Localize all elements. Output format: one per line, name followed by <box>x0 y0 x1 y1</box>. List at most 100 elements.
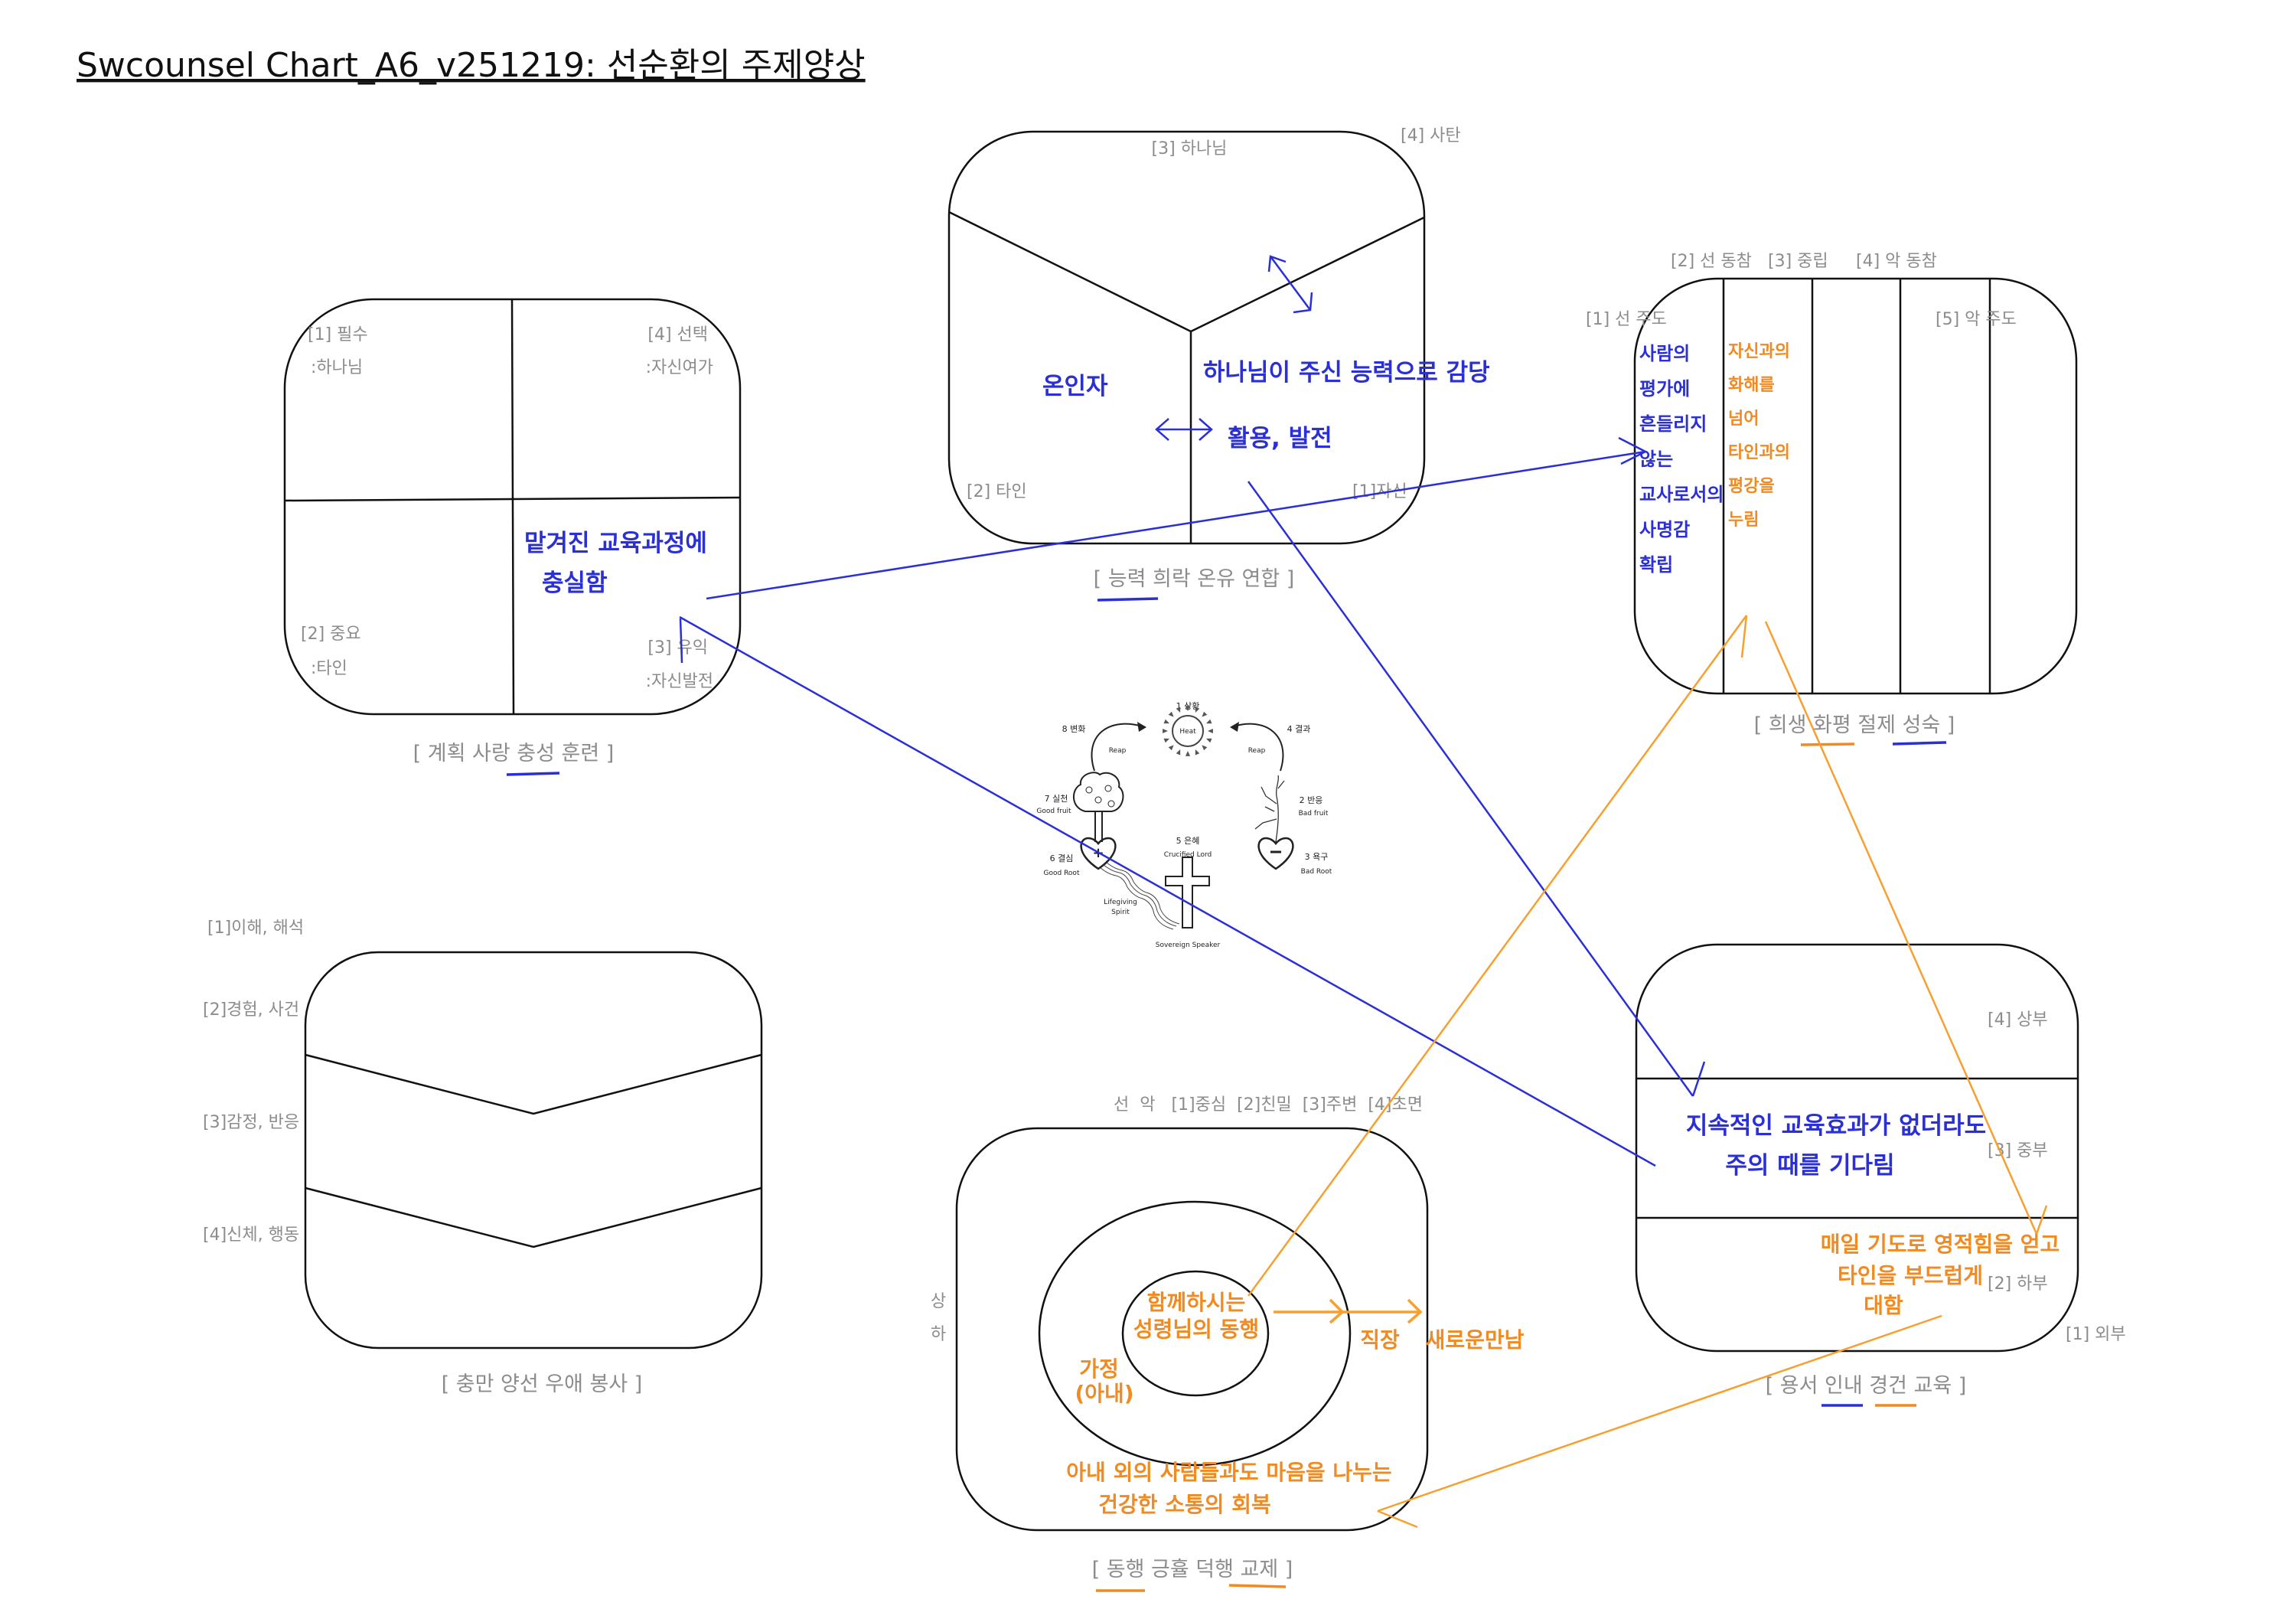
double-arrow-diagonal-icon <box>1267 255 1313 314</box>
sun-ray <box>1202 711 1208 717</box>
connector-lines <box>679 436 2048 1529</box>
speaker-label: Sovereign Speaker <box>1156 942 1221 949</box>
reap-arrow-right-icon <box>1230 722 1284 772</box>
good-root-label: Good Root <box>1044 870 1080 877</box>
circle-new: 새로운만남 <box>1426 1327 1525 1353</box>
circle-header: 선 악 [1]중심 [2]친밀 [3]주변 [4]초면 <box>1114 1095 1423 1115</box>
q2-sub: :타인 <box>311 659 347 678</box>
chevron-box: [1]이해, 해석 [2]경험, 사건 [3]감정, 반응 [4]신체, 행동 … <box>203 919 763 1396</box>
y-caption: [ 능력 희락 온유 연합 ] <box>1094 567 1295 591</box>
bad-fruit-label: Bad fruit <box>1299 810 1329 818</box>
note-line: 사람의 <box>1639 343 1690 364</box>
cycle-step-5: 5 은혜 <box>1176 836 1200 846</box>
level-2: [2]경험, 사건 <box>203 1000 299 1020</box>
note-line: 평가에 <box>1639 378 1690 400</box>
col-side-right: [5] 악 주도 <box>1936 310 2017 329</box>
sun-ray <box>1168 745 1174 751</box>
sun-ray <box>1206 719 1212 724</box>
note-line: 확립 <box>1639 554 1673 576</box>
q2-label: [2] 중요 <box>301 625 361 644</box>
y-top-label: [3] 하나님 <box>1152 139 1228 158</box>
sun-ray <box>1163 738 1169 743</box>
cycle-step-2: 2 반응 <box>1300 795 1323 805</box>
sun-ray <box>1202 745 1208 751</box>
y-left-label: [2] 타인 <box>967 482 1027 501</box>
note-line: 타인과의 <box>1728 443 1790 462</box>
y-note-left: 온인자 <box>1042 373 1108 400</box>
y-corner-label: [4] 사탄 <box>1401 126 1461 145</box>
bad-root-label: Bad Root <box>1301 868 1332 876</box>
band-blue-2: 주의 때를 기다림 <box>1725 1152 1894 1180</box>
circle-center-1: 함께하시는 <box>1147 1290 1246 1315</box>
circle-family-2: (아내) <box>1075 1381 1133 1406</box>
note-line: 자신과의 <box>1728 342 1790 361</box>
note-line: 교사로서의 <box>1639 484 1724 505</box>
spirit-label-2: Spirit <box>1111 909 1130 916</box>
circle-center-2: 성령님의 동행 <box>1133 1317 1259 1342</box>
q1-label: [1] 필수 <box>308 325 368 344</box>
q1-sub: :하나님 <box>311 358 363 377</box>
cycle-step-8: 8 변화 <box>1062 724 1086 734</box>
chevron-caption: [ 충만 양선 우애 봉사 ] <box>442 1372 643 1396</box>
double-arrow-horizontal-icon <box>1155 418 1213 441</box>
orange-arrow-circle-to-column <box>1247 615 1748 1297</box>
col-header-2: [3] 중립 <box>1768 252 1828 271</box>
q4-sub: :자신여가 <box>646 358 713 377</box>
sun-ray <box>1176 707 1181 713</box>
sun-ray <box>1206 738 1212 743</box>
cycle-step-4: 4 결과 <box>1287 724 1311 734</box>
orange-arrow-band-to-circle <box>1377 1314 1942 1529</box>
reap-left-label: Reap <box>1109 747 1127 755</box>
q3-label: [3] 유익 <box>647 638 708 658</box>
cycle-step-6: 6 결심 <box>1050 853 1074 863</box>
level-4: [4]신체, 행동 <box>203 1225 299 1245</box>
quadrant-note-2: 충실함 <box>542 569 608 597</box>
sun-ray <box>1176 749 1181 756</box>
circle-work: 직장 <box>1360 1327 1400 1353</box>
sun-ray <box>1208 729 1213 733</box>
circle-caption: [ 동행 긍휼 덕행 교제 ] <box>1092 1558 1293 1581</box>
spirit-label-1: Lifegiving <box>1104 899 1137 906</box>
column-box: [2] 선 동참 [3] 중립 [4] 악 동참 [1] 선 주도 [5] 악 … <box>1586 252 2078 746</box>
blue-arrow-y-to-band <box>1247 481 1706 1097</box>
y-right-label: [1]자신 <box>1352 482 1407 501</box>
band-blue-1: 지속적인 교육효과가 없더라도 <box>1686 1112 1986 1140</box>
col-header-3: [4] 악 동참 <box>1856 252 1937 271</box>
quadrant-note-1: 맡겨진 교육과정에 <box>524 530 707 557</box>
spirit-waves-icon <box>1100 862 1180 930</box>
cross-icon <box>1165 857 1210 928</box>
note-line: 넘어 <box>1728 410 1759 429</box>
column-caption: [ 희생 화평 절제 성숙 ] <box>1754 713 1955 737</box>
sun-ray <box>1163 719 1169 724</box>
orange-arrow-column-to-band <box>1764 621 2048 1235</box>
expand-arrow-icon <box>1274 1298 1423 1324</box>
sun-ray <box>1195 749 1200 756</box>
circle-side-bottom: 하 <box>931 1325 946 1344</box>
col-side-left: [1] 선 주도 <box>1586 310 1667 329</box>
sun-icon <box>1163 706 1213 756</box>
quadrant-box: [1] 필수 :하나님 [4] 선택 :자신여가 [2] 중요 :타인 [3] … <box>283 298 742 776</box>
sun-ray <box>1195 707 1200 713</box>
band-orange-1: 매일 기도로 영적힘을 얻고 <box>1821 1232 2060 1257</box>
band-outer: [1] 외부 <box>2066 1325 2126 1344</box>
reap-arrow-left-icon <box>1091 722 1146 772</box>
level-1: [1]이해, 해석 <box>207 919 304 938</box>
dead-tree-icon <box>1254 775 1285 843</box>
blue-line-quadrant-to-band <box>679 615 1656 1167</box>
good-fruit-label: Good fruit <box>1036 808 1071 815</box>
note-line: 사명감 <box>1639 519 1690 540</box>
circle-box: 선 악 [1]중심 [2]친밀 [3]주변 [4]초면 상 하 함께하시는 성령… <box>931 1095 1525 1592</box>
level-3: [3]감정, 반응 <box>203 1113 299 1132</box>
q3-sub: :자신발전 <box>646 672 713 691</box>
y-note-right-1: 하나님이 주신 능력으로 감당 <box>1203 359 1490 387</box>
good-tree-icon <box>1073 772 1124 842</box>
y-box: [3] 하나님 [4] 사탄 [2] 타인 [1]자신 온인자 하나님이 주신 … <box>947 126 1490 602</box>
band-upper: [4] 상부 <box>1988 1010 2048 1030</box>
blue-arrow-quadrant-to-column <box>706 436 1648 600</box>
band-lower: [2] 하부 <box>1988 1274 2048 1294</box>
reap-right-label: Reap <box>1248 747 1266 755</box>
sun-ray <box>1186 706 1190 711</box>
